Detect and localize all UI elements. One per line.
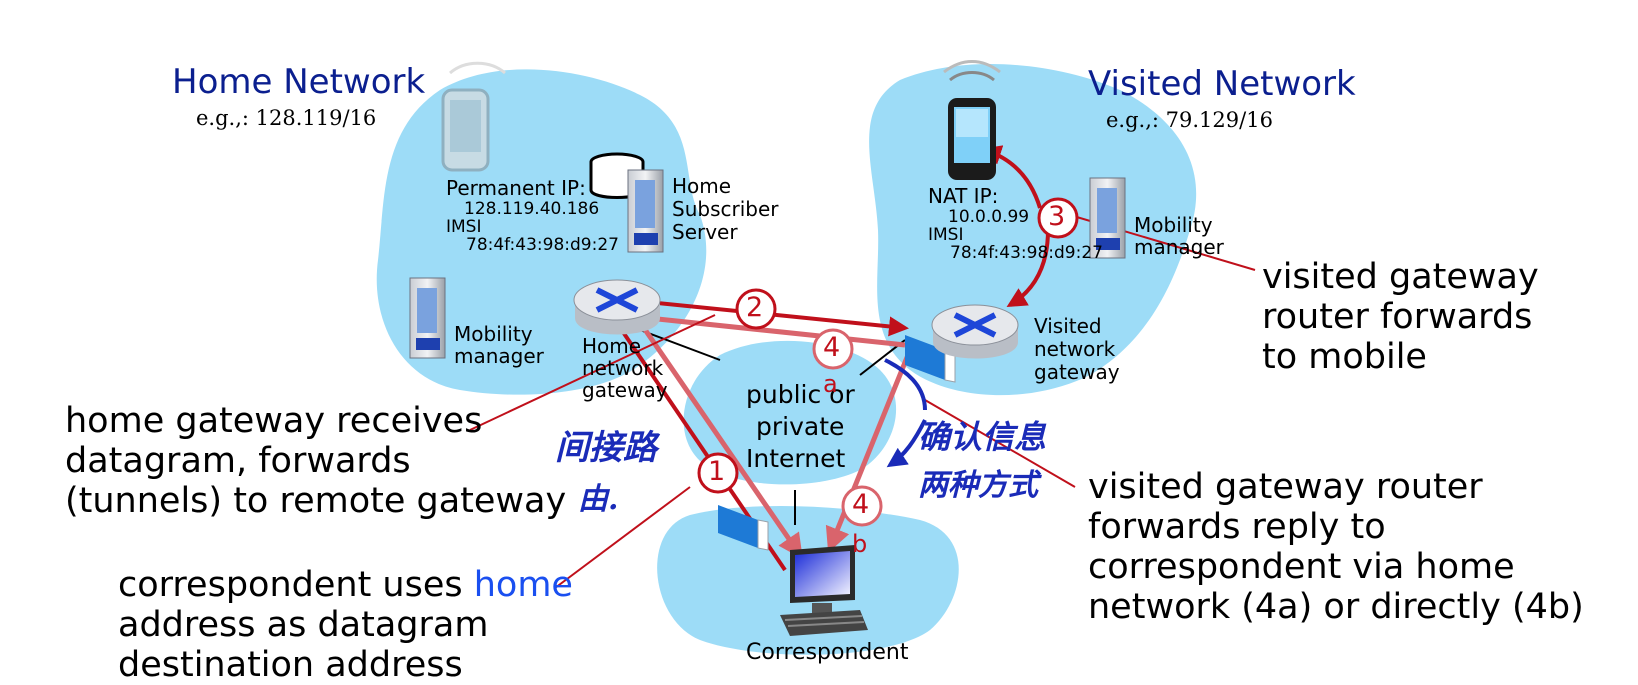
callout-home-gateway-2: datagram, forwards (65, 441, 411, 481)
callout-visited-gateway-3: to mobile (1262, 337, 1427, 377)
callout-correspondent-3: destination address (118, 645, 463, 685)
visited-gw-label-2: network (1034, 337, 1116, 361)
home-imsi-value: 78:4f:43:98:d9:27 (466, 235, 619, 255)
visited-network-subnet: e.g.,: 79.129/16 (1106, 108, 1273, 132)
leader-correspondent (554, 486, 691, 589)
callout-reply-3: correspondent via home (1088, 547, 1515, 587)
permanent-ip-label: Permanent IP: (446, 176, 586, 200)
visited-network-title: Visited Network (1088, 64, 1356, 104)
callout-reply-1: visited gateway router (1088, 467, 1483, 507)
nat-ip-value: 10.0.0.99 (948, 207, 1030, 227)
visited-imsi-value: 78:4f:43:98:d9:27 (950, 243, 1103, 263)
visited-imsi-label: IMSI (928, 225, 964, 245)
visited-mm-label-2: manager (1134, 235, 1224, 259)
home-network-subnet: e.g.,: 128.119/16 (196, 106, 377, 130)
hss-server-icon (627, 169, 664, 253)
callout-correspondent-2: address as datagram (118, 605, 489, 645)
internet-label-1: public or (746, 380, 855, 409)
handwriting-right-2: 两种方式 (918, 468, 1038, 503)
visited-mobility-manager-server-icon (1089, 177, 1126, 259)
arrow-step-3-down (1006, 229, 1050, 308)
home-imsi-label: IMSI (446, 217, 482, 237)
step-3-number: 3 (1048, 201, 1066, 232)
arrow-step-4a-tunnel (619, 312, 906, 348)
leader-reply (924, 399, 1076, 488)
correspondent-computer-icon (780, 545, 868, 636)
step-4a-marker (812, 328, 854, 370)
handwritten-arrow (884, 358, 927, 411)
step-1-marker (697, 452, 739, 494)
correspondent-label: Correspondent (746, 640, 909, 665)
handwriting-left-2: 由. (578, 482, 619, 517)
callout-reply-2: forwards reply to (1088, 507, 1386, 547)
visited-mm-label-1: Mobility (1134, 213, 1213, 237)
home-gateway-router-icon (573, 279, 661, 335)
hss-label-3: Server (672, 220, 738, 244)
step-1-number: 1 (708, 456, 726, 487)
leader-home-gateway (469, 314, 716, 431)
visited-gw-label-3: gateway (1034, 360, 1120, 384)
home-mm-label-1: Mobility (454, 322, 533, 346)
step-4a-sub: a (823, 370, 838, 398)
internet-label-2: private (756, 412, 845, 441)
handwriting-left-1: 间接路 (555, 428, 657, 468)
callout-correspondent-1: correspondent uses home (118, 566, 573, 605)
callout-visited-gateway-1: visited gateway (1262, 257, 1539, 297)
home-phone-icon (441, 61, 506, 172)
internet-cloud (683, 340, 897, 485)
callout-correspondent-text: correspondent uses (118, 565, 474, 605)
step-3-marker (1037, 197, 1079, 239)
callout-reply-4: network (4a) or directly (4b) (1088, 587, 1584, 627)
internet-label-3: Internet (746, 444, 846, 473)
permanent-ip-value: 128.119.40.186 (464, 199, 600, 219)
tunnel-endpoint-correspondent-icon (718, 505, 769, 551)
step-4b-sub: b (852, 530, 868, 558)
step-4b-marker (841, 485, 883, 527)
callout-visited-gateway-2: router forwards (1262, 297, 1533, 337)
home-network-title: Home Network (172, 62, 426, 102)
step-4b-number: 4 (852, 489, 870, 520)
callout-home-gateway-1: home gateway receives (65, 401, 483, 441)
step-4a-number: 4 (823, 332, 841, 363)
callout-home-gateway-3: (tunnels) to remote gateway (65, 481, 567, 521)
callout-correspondent-home-highlight: home (473, 565, 573, 605)
home-mm-label-2: manager (454, 344, 544, 368)
step-2-marker (735, 288, 777, 330)
home-gw-label-1: Home (582, 334, 642, 358)
handwriting-right-1: 确认信息 (918, 418, 1047, 456)
visited-gw-label-1: Visited (1034, 314, 1102, 338)
arrow-step-4b (825, 349, 913, 553)
handwritten-arrow-2 (886, 419, 927, 468)
visited-gateway-router-icon (931, 304, 1019, 359)
home-mobility-manager-server-icon (409, 277, 446, 359)
home-gw-label-3: gateway (582, 378, 668, 402)
visited-phone-icon (943, 60, 1001, 180)
arrow-home-to-correspondent (632, 313, 803, 560)
nat-ip-label: NAT IP: (928, 184, 999, 208)
hss-label-1: Home (672, 174, 732, 198)
home-gw-label-2: network (582, 356, 664, 380)
step-2-number: 2 (746, 292, 764, 323)
hss-label-2: Subscriber (672, 197, 779, 221)
